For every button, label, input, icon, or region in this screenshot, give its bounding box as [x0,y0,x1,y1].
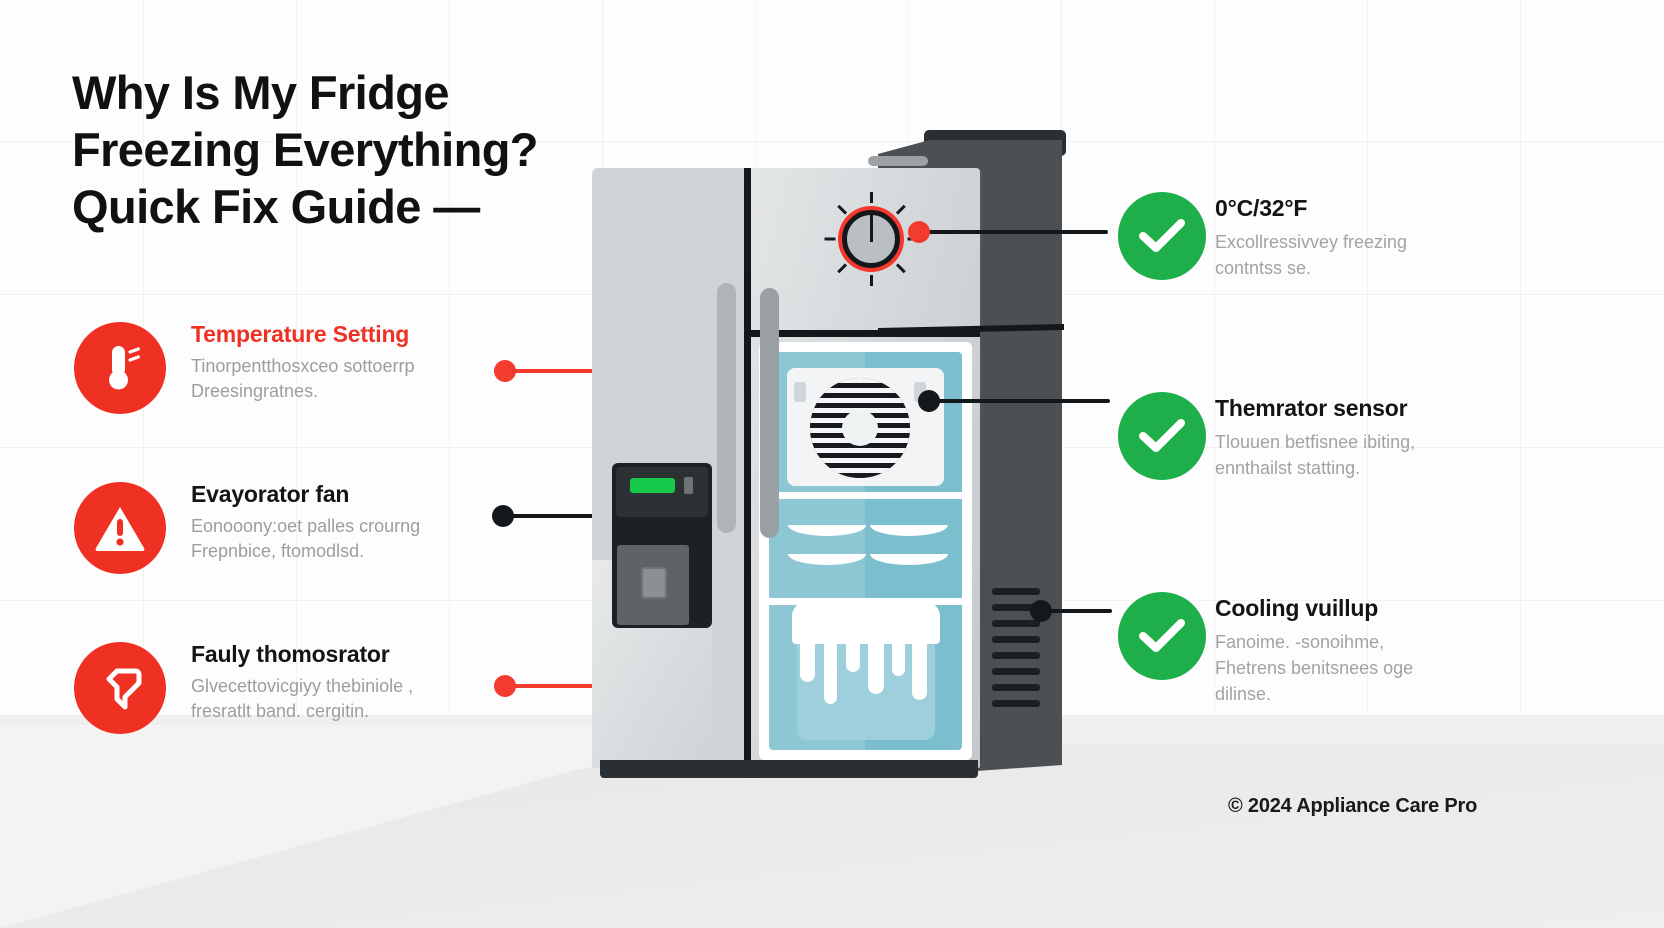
connector-dot-fan-target [918,390,940,412]
dial-ray [837,263,848,274]
dial-ray [870,275,873,286]
vent-slat [992,588,1040,595]
dispenser-led-display [630,478,675,493]
freezer-shelf-upper [769,492,962,499]
condenser-vent-grill [992,588,1040,728]
left-item-title: Temperature Setting [191,321,410,347]
left-item-desc-line-1: Glvecettovicgiyy thebiniole , [191,676,414,696]
check-circle-icon [1118,392,1206,480]
right-item-cooling-buildup[interactable]: Cooling vuillup Fanoime. -sonoihme, Fhet… [1118,590,1598,790]
ice-drip [846,638,860,672]
ice-drip [892,638,905,676]
dial-ray [895,263,906,274]
connector-line-temperature [500,369,655,373]
copyright-notice: © 2024 Appliance Care Pro [1228,795,1478,817]
connector-dot-temperature-left [494,360,516,382]
thermometer-icon [74,322,166,414]
connector-dot-vent [1030,600,1052,622]
connector-line-thermostat [500,684,655,688]
warning-triangle-icon [74,482,166,574]
dial-ray [824,237,836,241]
right-item-text: Themrator sensor Tlouuen betfisnee ibiti… [1215,394,1595,481]
ice-buildup-icon [792,602,940,644]
dial-needle [870,214,873,242]
right-item-target-temperature[interactable]: 0°C/32°F Excollressivvey freezing contnt… [1118,190,1598,390]
right-item-thermostat-sensor[interactable]: Themrator sensor Tlouuen betfisnee ibiti… [1118,390,1598,590]
vent-slat [992,700,1040,707]
connector-dot-thermostat-left [494,675,516,697]
ice-drip [800,638,815,682]
right-item-text: Cooling vuillup Fanoime. -sonoihme, Fhet… [1215,594,1595,707]
right-item-desc-line-1: Excollressivvey freezing [1215,232,1408,252]
left-item-evaporator-fan[interactable]: Evayorator fan Eonooony:oet palles crour… [74,480,494,640]
dispenser-indicator-icon [684,477,693,494]
right-item-text: 0°C/32°F Excollressivvey freezing contnt… [1215,194,1595,281]
left-item-faulty-thermostat[interactable]: Fauly thomosrator Glvecettovicgiyy thebi… [74,640,494,800]
fridge-handle-right[interactable] [760,288,779,538]
fan-hub [842,410,878,446]
dial-ray [895,204,906,215]
left-item-text: Fauly thomosrator Glvecettovicgiyy thebi… [191,640,491,724]
vent-slat [992,604,1040,611]
page-title: Why Is My Fridge Freezing Everything? Qu… [72,66,539,233]
dial-ray [837,204,848,215]
frost-wave-icon [870,525,948,536]
frost-wave-icon [870,554,948,565]
fridge-compartment-seam [751,330,980,337]
left-item-text: Evayorator fan Eonooony:oet palles crour… [191,480,491,564]
check-circle-icon [1118,192,1206,280]
left-item-desc-line-1: Tinorpentthosxceo sottoerrp [191,356,415,376]
right-item-title: 0°C/32°F [1215,195,1308,221]
connector-line-cooling [1040,609,1112,613]
vent-slat [992,636,1040,643]
left-item-desc-line-1: Eonooony:oet palles crourng [191,516,421,536]
right-item-desc-line-2: contntss se. [1215,258,1312,278]
connector-dot-fan-left [492,505,514,527]
left-item-title: Fauly thomosrator [191,641,390,667]
check-circle-icon [1118,592,1206,680]
frost-wave-icon [788,554,866,565]
fridge-handle-left[interactable] [717,283,736,533]
fan-vent-left-icon [794,382,806,402]
fridge-base [600,760,978,778]
ice-drip [824,638,837,704]
left-item-desc-line-2: Frepnbice, ftomodlsd. [191,541,365,561]
left-item-desc-line-2: fresratlt band. cergitin. [191,701,370,721]
vent-slat [992,652,1040,659]
right-item-desc-line-2: ennthailst statting. [1215,458,1361,478]
left-issue-list: Temperature Setting Tinorpentthosxceo so… [74,320,494,800]
right-solution-list: 0°C/32°F Excollressivvey freezing contnt… [1118,190,1598,790]
right-item-title: Cooling vuillup [1215,595,1379,621]
vent-slat [992,684,1040,691]
fridge-top-trim [868,156,928,166]
right-item-desc-line-1: Fanoime. -sonoihme, [1215,632,1385,652]
right-item-desc-line-2: Fhetrens benitsnees oge [1215,658,1414,678]
connector-line-fan [500,514,648,518]
fridge-door-seam [744,168,751,768]
dial-ray [870,192,873,203]
connector-line-temp-target [928,230,1108,234]
right-item-title: Themrator sensor [1215,395,1408,421]
vent-slat [992,668,1040,675]
left-item-desc-line-2: Dreesingratnes. [191,381,319,401]
dispenser-paddle-button[interactable] [641,567,667,599]
ice-drip [868,638,884,694]
right-item-desc-line-1: Tlouuen betfisnee ibiting, [1215,432,1416,452]
temperature-dial[interactable] [824,192,919,286]
freezer-shelf-lower [769,598,962,605]
vent-slat [992,620,1040,627]
left-item-text: Temperature Setting Tinorpentthosxceo so… [191,320,491,404]
right-item-desc-line-3: dilinse. [1215,684,1272,704]
connector-dot-dial [908,221,930,243]
wrench-tool-icon [74,642,166,734]
left-item-title: Evayorator fan [191,481,350,507]
left-item-temperature-setting[interactable]: Temperature Setting Tinorpentthosxceo so… [74,320,494,480]
frost-wave-icon [788,525,866,536]
connector-line-sensor [935,399,1110,403]
refrigerator-illustration [592,130,1082,778]
ice-drip [912,638,927,700]
